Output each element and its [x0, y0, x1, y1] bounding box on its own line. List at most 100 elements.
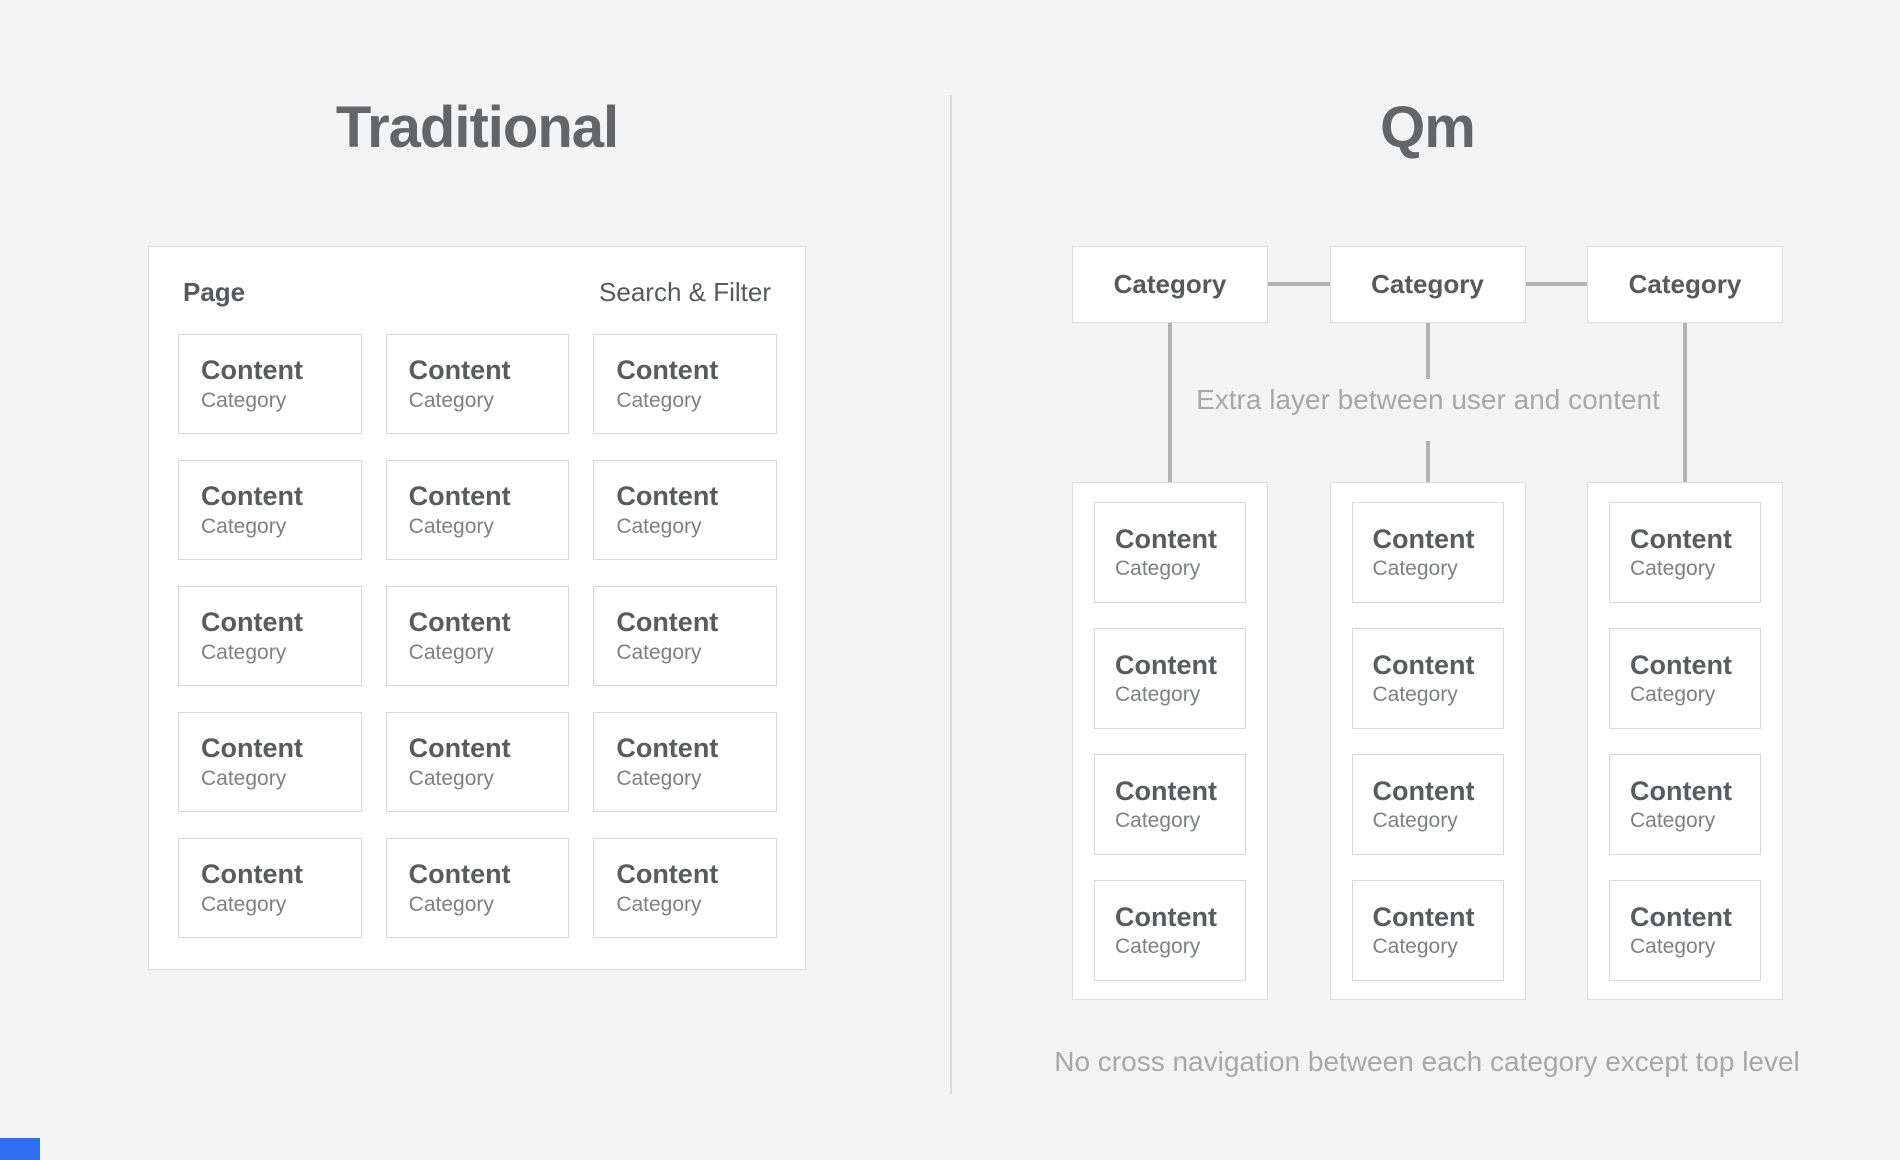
content-card-subtitle: Category	[408, 640, 494, 664]
category-column: Content Category Content Category Conten…	[1329, 482, 1526, 1000]
content-card-subtitle: Category	[408, 514, 494, 538]
content-card: Content Category	[385, 460, 570, 560]
connector-line	[1268, 282, 1330, 286]
content-card: Content Category	[1094, 628, 1246, 729]
content-card-subtitle: Category	[1372, 935, 1458, 959]
content-card-subtitle: Category	[1372, 557, 1458, 581]
content-card-title: Content	[616, 859, 719, 890]
content-card: Content Category	[178, 334, 362, 434]
category-box: Category	[1587, 246, 1783, 323]
content-card-subtitle: Category	[201, 388, 287, 412]
content-card: Content Category	[178, 586, 362, 686]
content-card-title: Content	[616, 607, 719, 638]
content-card-subtitle: Category	[408, 892, 494, 916]
content-card-title: Content	[1630, 775, 1732, 806]
content-card-title: Content	[201, 607, 303, 638]
connector-line	[1426, 441, 1430, 482]
content-card-subtitle: Category	[1115, 557, 1201, 581]
content-card: Content Category	[593, 586, 777, 686]
content-card-subtitle: Category	[1115, 935, 1201, 959]
content-card-subtitle: Category	[201, 514, 287, 538]
connector-line	[1168, 323, 1172, 482]
content-card-title: Content	[201, 355, 303, 386]
content-card: Content Category	[178, 460, 362, 560]
category-column: Content Category Content Category Conten…	[1587, 482, 1783, 1000]
content-card-subtitle: Category	[1115, 683, 1201, 707]
category-box: Category	[1329, 246, 1526, 323]
content-card-title: Content	[1630, 901, 1732, 932]
content-card: Content Category	[593, 334, 777, 434]
content-card-subtitle: Category	[408, 766, 494, 790]
connector-line	[1426, 323, 1430, 379]
category-box-row: Category Category Category	[1072, 246, 1783, 323]
no-cross-navigation-annotation: No cross navigation between each categor…	[1054, 1046, 1800, 1077]
content-card-title: Content	[616, 355, 719, 386]
category-box: Category	[1072, 246, 1268, 323]
content-card-subtitle: Category	[616, 640, 702, 664]
content-card: Content Category	[1094, 880, 1246, 981]
content-card-title: Content	[1372, 775, 1475, 806]
content-card-title: Content	[1115, 649, 1217, 680]
content-card-title: Content	[201, 859, 303, 890]
content-card: Content Category	[593, 712, 777, 812]
content-card: Content Category	[1609, 628, 1761, 729]
content-card-subtitle: Category	[616, 514, 702, 538]
content-card: Content Category	[593, 838, 777, 938]
content-card-subtitle: Category	[1372, 809, 1458, 833]
content-card-title: Content	[1115, 775, 1217, 806]
content-card: Content Category	[1609, 880, 1761, 981]
content-card-subtitle: Category	[408, 388, 494, 412]
connector-line	[1683, 323, 1687, 482]
content-card: Content Category	[385, 334, 570, 434]
content-card-subtitle: Category	[616, 388, 702, 412]
divider	[950, 95, 952, 1095]
qm-title: Qm	[1380, 95, 1476, 160]
content-card: Content Category	[593, 460, 777, 560]
content-card-title: Content	[1115, 523, 1217, 554]
content-card: Content Category	[1351, 502, 1504, 603]
content-card-title: Content	[1372, 523, 1475, 554]
content-card: Content Category	[1351, 754, 1504, 855]
traditional-page-panel: Page Search & Filter Content Category Co…	[148, 246, 806, 970]
content-card-title: Content	[1372, 901, 1475, 932]
panel-header: Page Search & Filter	[149, 247, 805, 308]
content-card: Content Category	[1094, 502, 1246, 603]
content-card-title: Content	[616, 733, 719, 764]
content-card: Content Category	[1094, 754, 1246, 855]
content-card-title: Content	[1630, 649, 1732, 680]
connector-line	[1526, 282, 1587, 286]
extra-layer-annotation: Extra layer between user and content	[1196, 384, 1660, 415]
traditional-title: Traditional	[335, 95, 619, 160]
content-card-title: Content	[408, 733, 511, 764]
content-card-subtitle: Category	[201, 640, 287, 664]
content-card-title: Content	[408, 355, 511, 386]
content-card-subtitle: Category	[616, 892, 702, 916]
content-card-grid: Content Category Content Category Conten…	[178, 334, 777, 938]
content-card-title: Content	[408, 859, 511, 890]
content-card: Content Category	[1609, 502, 1761, 603]
content-card: Content Category	[385, 586, 570, 686]
content-card-subtitle: Category	[616, 766, 702, 790]
content-card: Content Category	[1609, 754, 1761, 855]
content-card-subtitle: Category	[1630, 683, 1716, 707]
search-filter-label: Search & Filter	[599, 277, 771, 307]
category-column: Content Category Content Category Conten…	[1072, 482, 1268, 1000]
blue-accent-bar	[0, 1138, 40, 1160]
page-label: Page	[183, 277, 246, 307]
content-card-subtitle: Category	[201, 892, 287, 916]
content-card: Content Category	[385, 712, 570, 812]
content-card-subtitle: Category	[201, 766, 287, 790]
content-card: Content Category	[1351, 880, 1504, 981]
content-card-subtitle: Category	[1630, 809, 1716, 833]
content-card: Content Category	[385, 838, 570, 938]
content-card-subtitle: Category	[1630, 557, 1716, 581]
content-card-subtitle: Category	[1372, 683, 1458, 707]
content-card-subtitle: Category	[1115, 809, 1201, 833]
category-column-row: Content Category Content Category Conten…	[1072, 482, 1783, 1000]
content-card-title: Content	[1115, 901, 1217, 932]
content-card-title: Content	[408, 607, 511, 638]
content-card-title: Content	[1372, 649, 1475, 680]
content-card: Content Category	[178, 712, 362, 812]
content-card-title: Content	[201, 481, 303, 512]
content-card-title: Content	[408, 481, 511, 512]
